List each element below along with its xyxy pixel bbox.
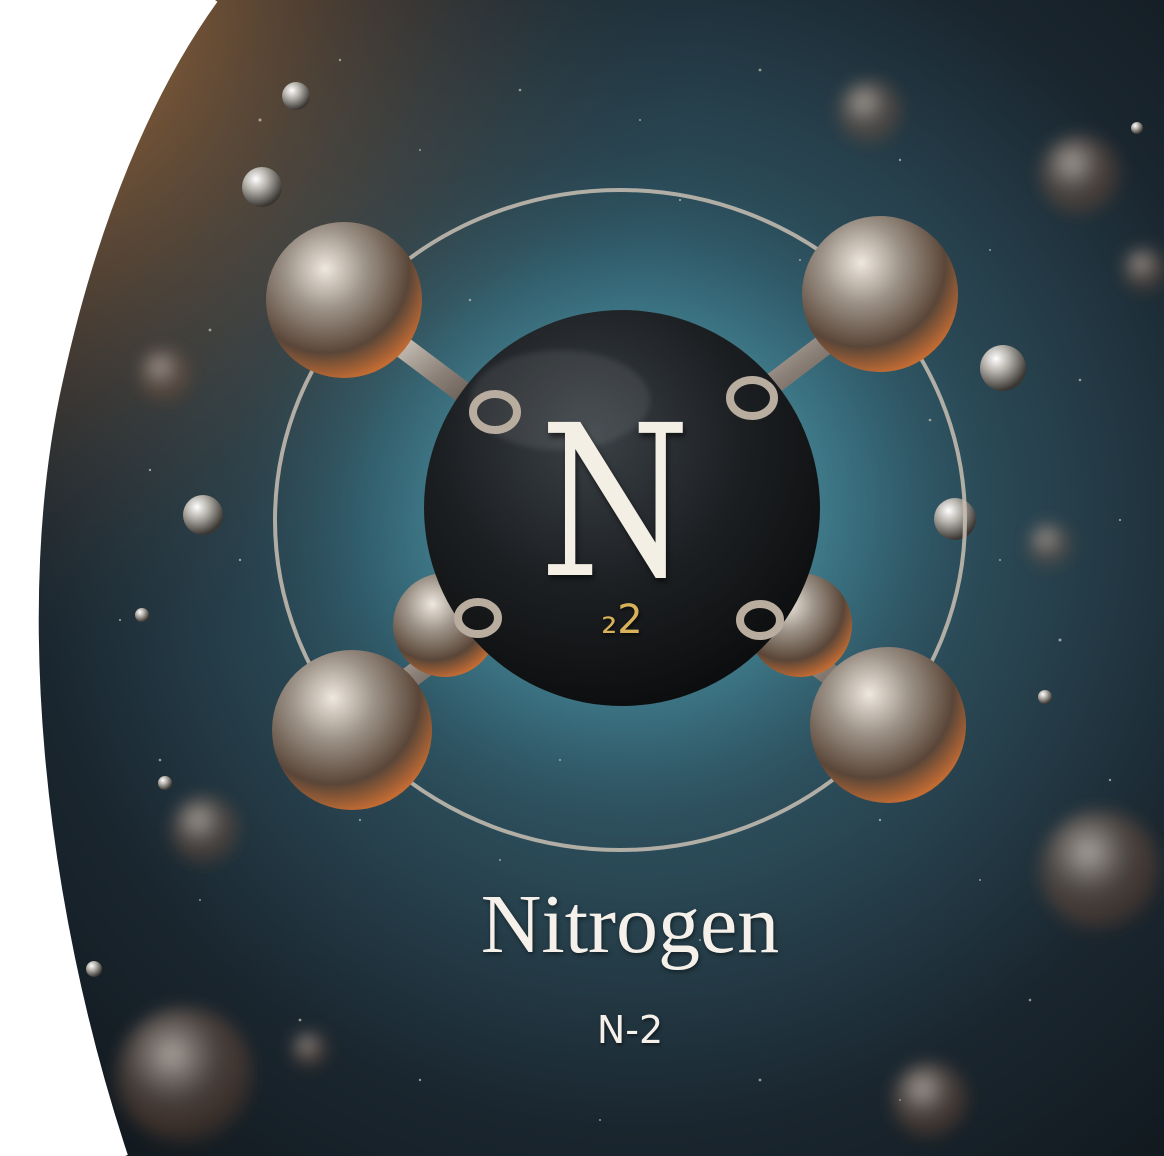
element-title: Nitrogen <box>480 878 780 971</box>
left-arc-accent-top <box>41 0 201 391</box>
atom-bottom-right <box>810 647 966 803</box>
atom-top-right <box>802 216 958 372</box>
atom-bottom-left <box>272 650 432 810</box>
star-dust <box>118 58 1122 1121</box>
bokeh-spheres <box>117 80 1164 1143</box>
core-symbol: N <box>539 380 691 625</box>
bond-collars <box>454 376 784 640</box>
left-arc-edge <box>32 0 218 1156</box>
core-subscript: ₂2 <box>601 597 643 643</box>
element-formula: N-2 <box>596 1008 664 1052</box>
atom-top-left <box>266 222 422 378</box>
orbit-ring <box>273 188 967 852</box>
left-arc-accent-bottom <box>54 899 111 1156</box>
